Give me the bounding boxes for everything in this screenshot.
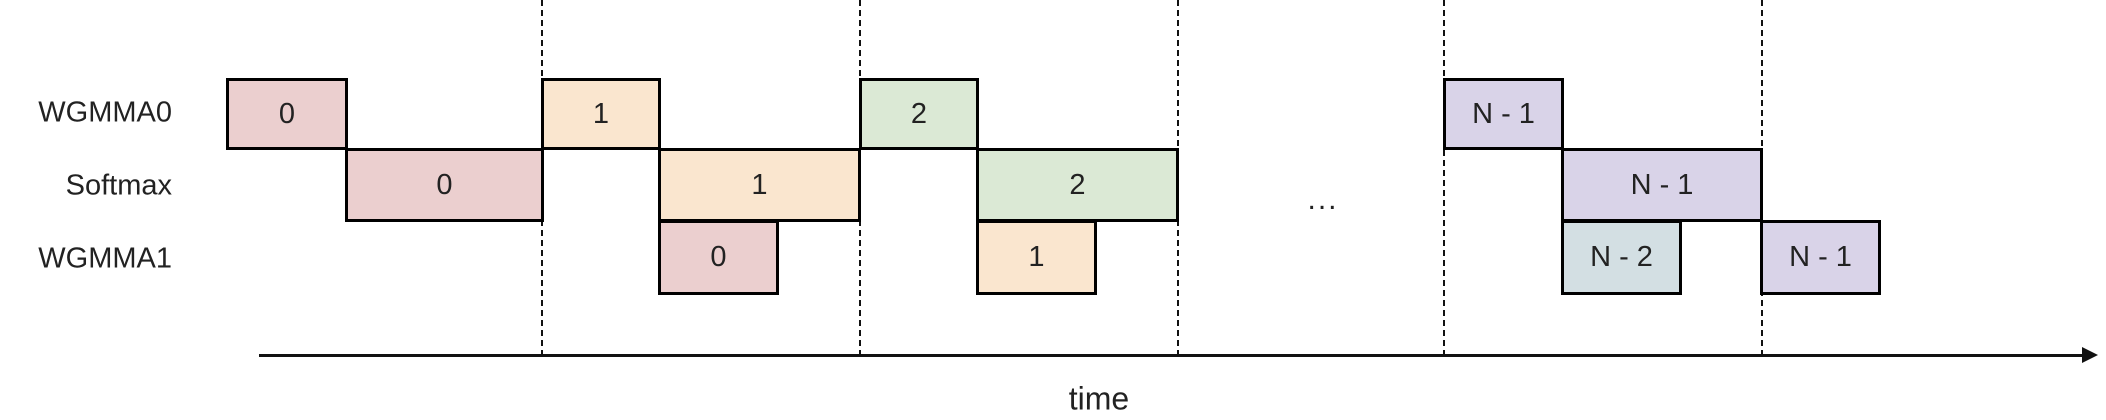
ellipsis: ... xyxy=(1307,183,1339,216)
row-label-wgmma1: WGMMA1 xyxy=(38,242,172,275)
softmax-block: N - 1 xyxy=(1561,148,1763,222)
sync-divider xyxy=(1443,0,1445,356)
wgmma1-block: N - 1 xyxy=(1760,220,1881,295)
wgmma0-block: 0 xyxy=(226,78,348,150)
wgmma0-block: 2 xyxy=(859,78,979,150)
row-label-wgmma0: WGMMA0 xyxy=(38,96,172,129)
time-axis-label: time xyxy=(1068,380,1130,417)
time-axis xyxy=(259,354,2085,357)
softmax-block: 0 xyxy=(345,148,544,222)
softmax-block: 2 xyxy=(976,148,1179,222)
wgmma1-block: 1 xyxy=(976,220,1097,295)
wgmma0-block: 1 xyxy=(541,78,661,150)
wgmma1-block: 0 xyxy=(658,220,779,295)
row-label-softmax: Softmax xyxy=(65,169,172,202)
arrow-head-icon xyxy=(2082,347,2098,363)
wgmma0-block: N - 1 xyxy=(1443,78,1564,150)
wgmma1-block: N - 2 xyxy=(1561,220,1682,295)
softmax-block: 1 xyxy=(658,148,861,222)
